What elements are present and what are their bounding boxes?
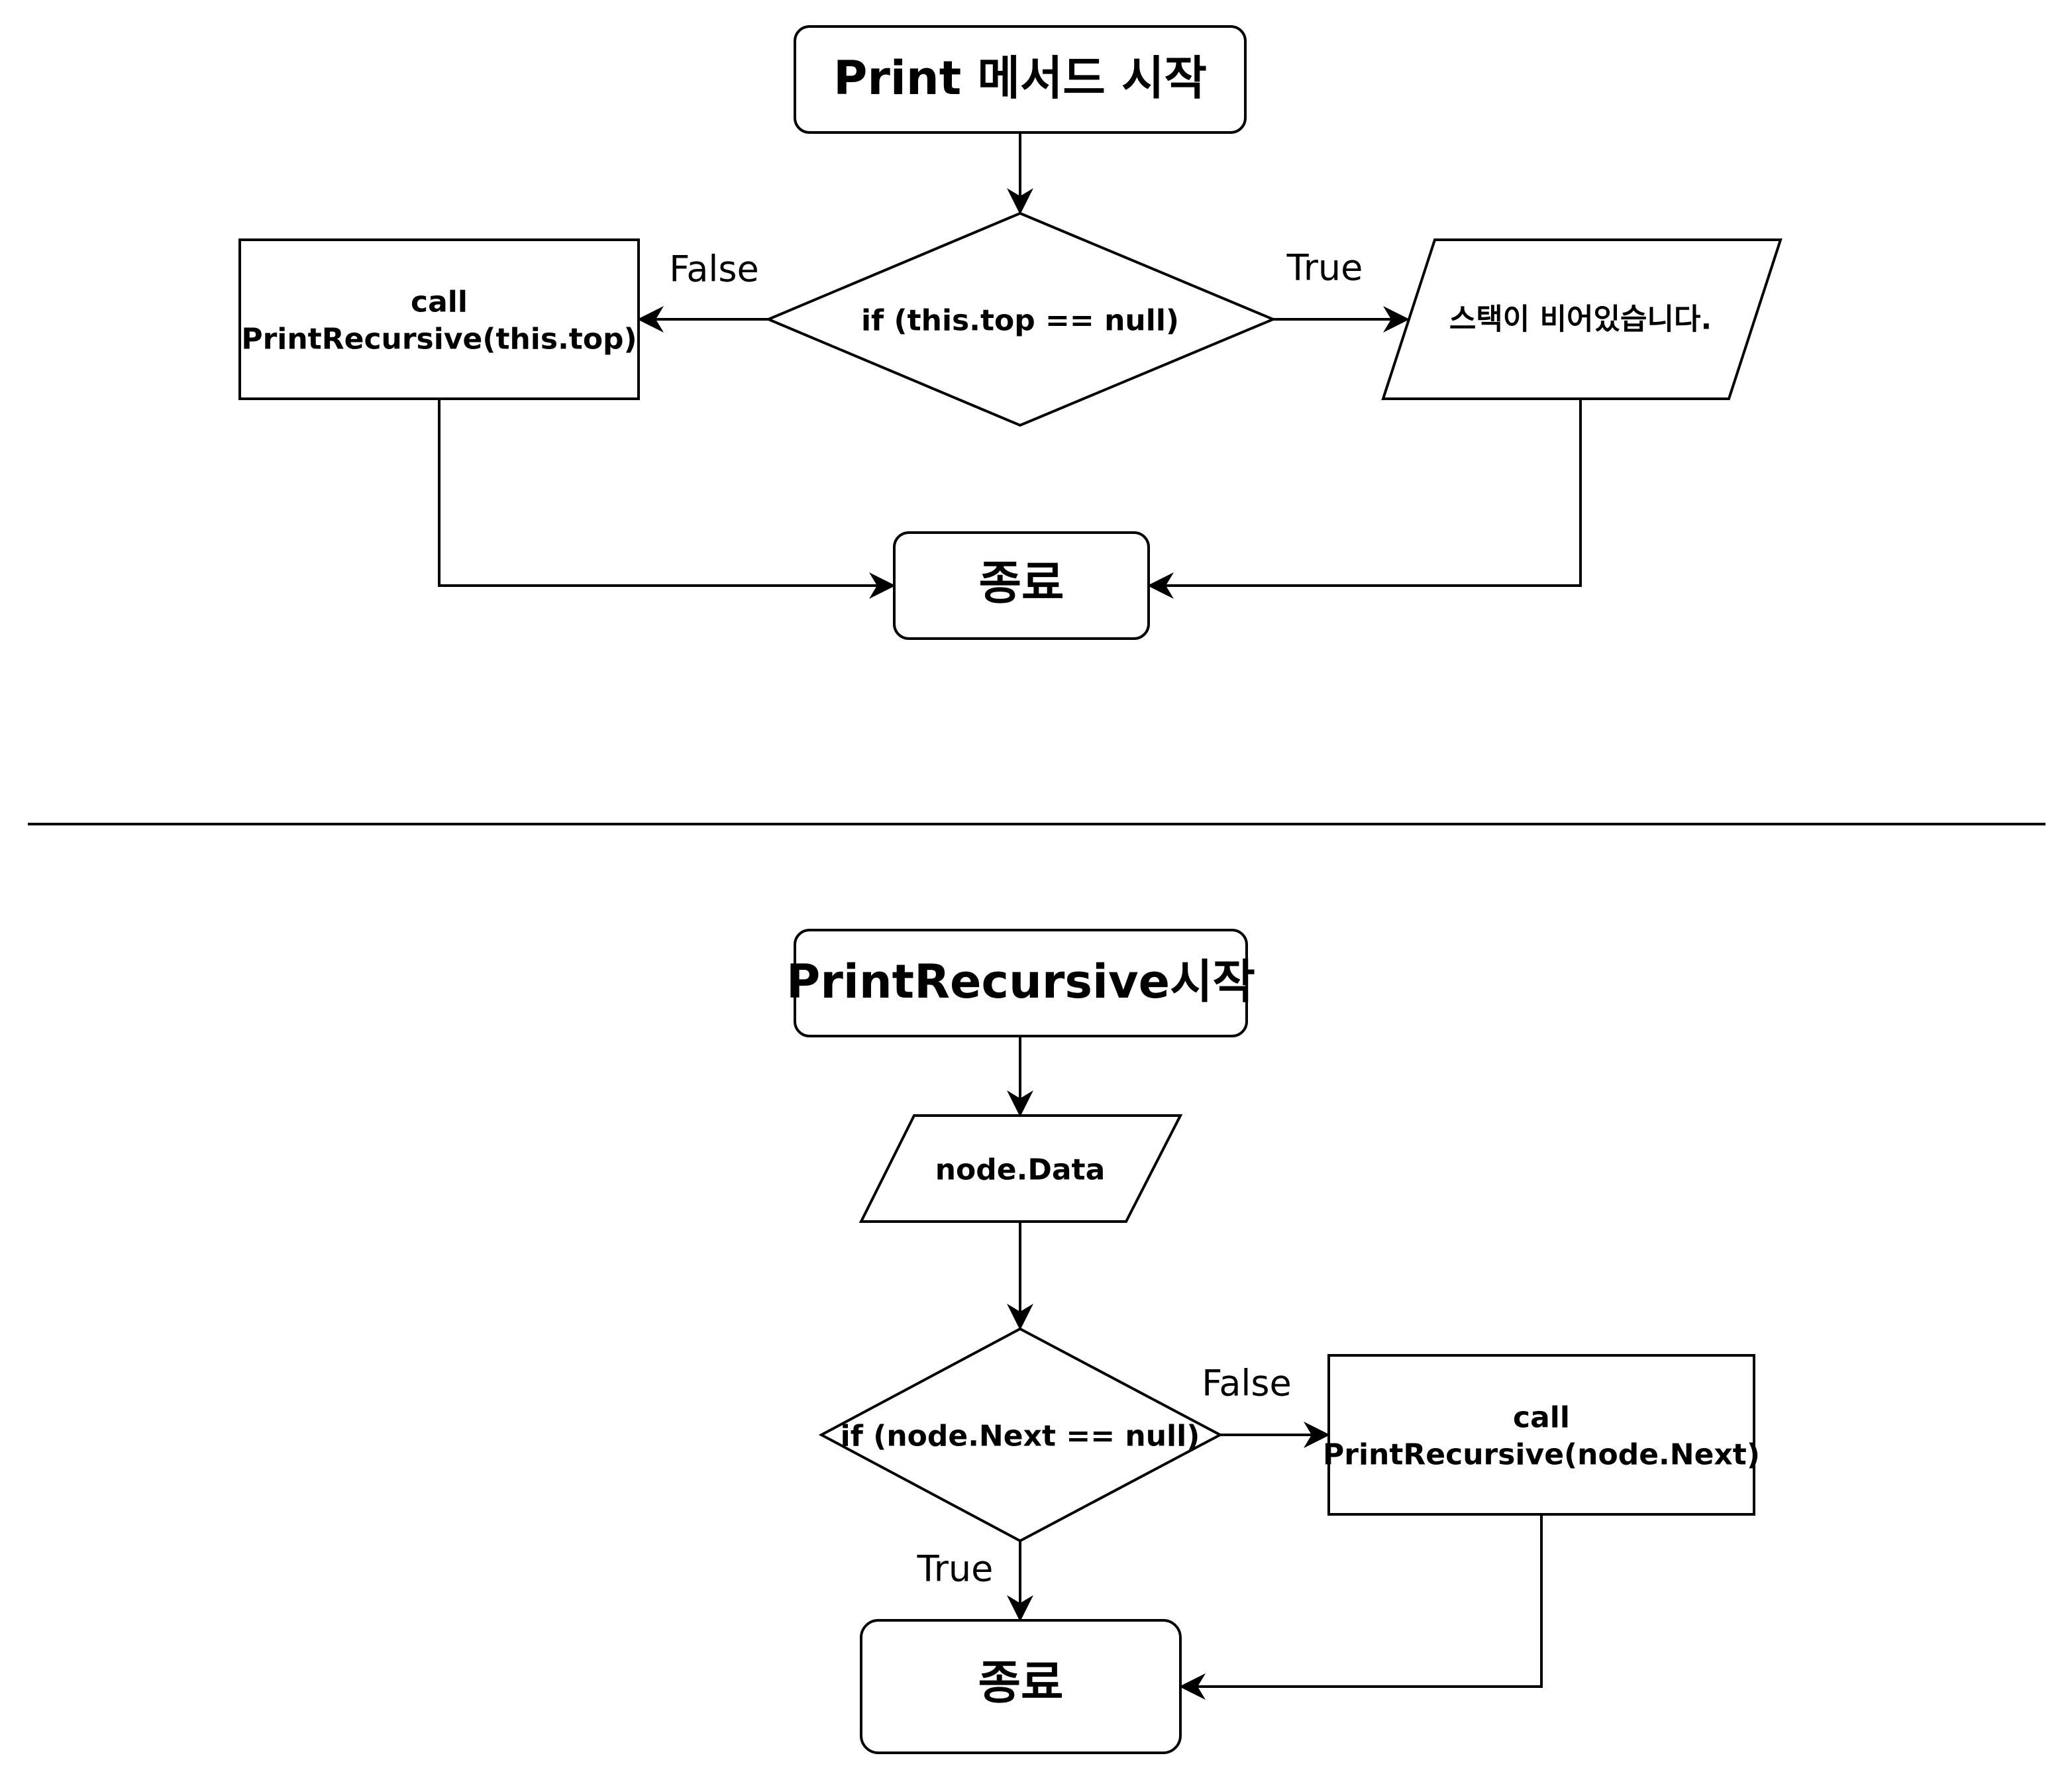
bottom-start-label: PrintRecursive시작 xyxy=(786,955,1255,1009)
bottom-flowchart: PrintRecursive시작 node.Data if (node.Next… xyxy=(786,929,1760,1754)
top-start-label: Print 메서드 시작 xyxy=(833,51,1207,105)
bottom-output-label: node.Data xyxy=(935,1153,1106,1187)
bottom-decision-label: if (node.Next == null) xyxy=(841,1420,1200,1453)
top-decision-label: if (this.top == null) xyxy=(861,304,1179,338)
top-output-label: 스택이 비어있습니다. xyxy=(1449,303,1712,337)
bottom-edge-call-to-end xyxy=(1179,1514,1543,1700)
bottom-true-label: True xyxy=(917,1548,994,1590)
top-call-label-line1: call xyxy=(411,286,468,319)
top-flowchart: Print 메서드 시작 if (this.top == null) call … xyxy=(238,25,1783,640)
bottom-output-node: node.Data xyxy=(858,1114,1183,1223)
bottom-call-process-node: call PrintRecursive(node.Next) xyxy=(1323,1354,1760,1516)
top-edge-output-to-end xyxy=(1147,399,1582,599)
top-call-process-node: call PrintRecursive(this.top) xyxy=(238,238,640,400)
bottom-end-label: 종료 xyxy=(978,1655,1064,1710)
top-call-label-line2: PrintRecursive(this.top) xyxy=(241,323,637,356)
bottom-start-node: PrintRecursive시작 xyxy=(786,929,1255,1037)
bottom-call-label-line1: call xyxy=(1513,1401,1570,1435)
top-false-label: False xyxy=(669,248,759,290)
top-edge-call-to-end xyxy=(438,399,896,599)
top-end-node: 종료 xyxy=(893,531,1150,640)
bottom-end-node: 종료 xyxy=(860,1619,1182,1754)
top-true-label: True xyxy=(1286,247,1363,289)
bottom-decision-node: if (node.Next == null) xyxy=(818,1327,1223,1543)
top-start-node: Print 메서드 시작 xyxy=(794,25,1247,134)
top-decision-node: if (this.top == null) xyxy=(764,211,1277,427)
top-output-node: 스택이 비어있습니다. xyxy=(1381,238,1783,400)
bottom-false-label: False xyxy=(1202,1363,1292,1404)
bottom-call-label-line2: PrintRecursive(node.Next) xyxy=(1323,1438,1760,1472)
top-end-label: 종료 xyxy=(979,556,1064,610)
